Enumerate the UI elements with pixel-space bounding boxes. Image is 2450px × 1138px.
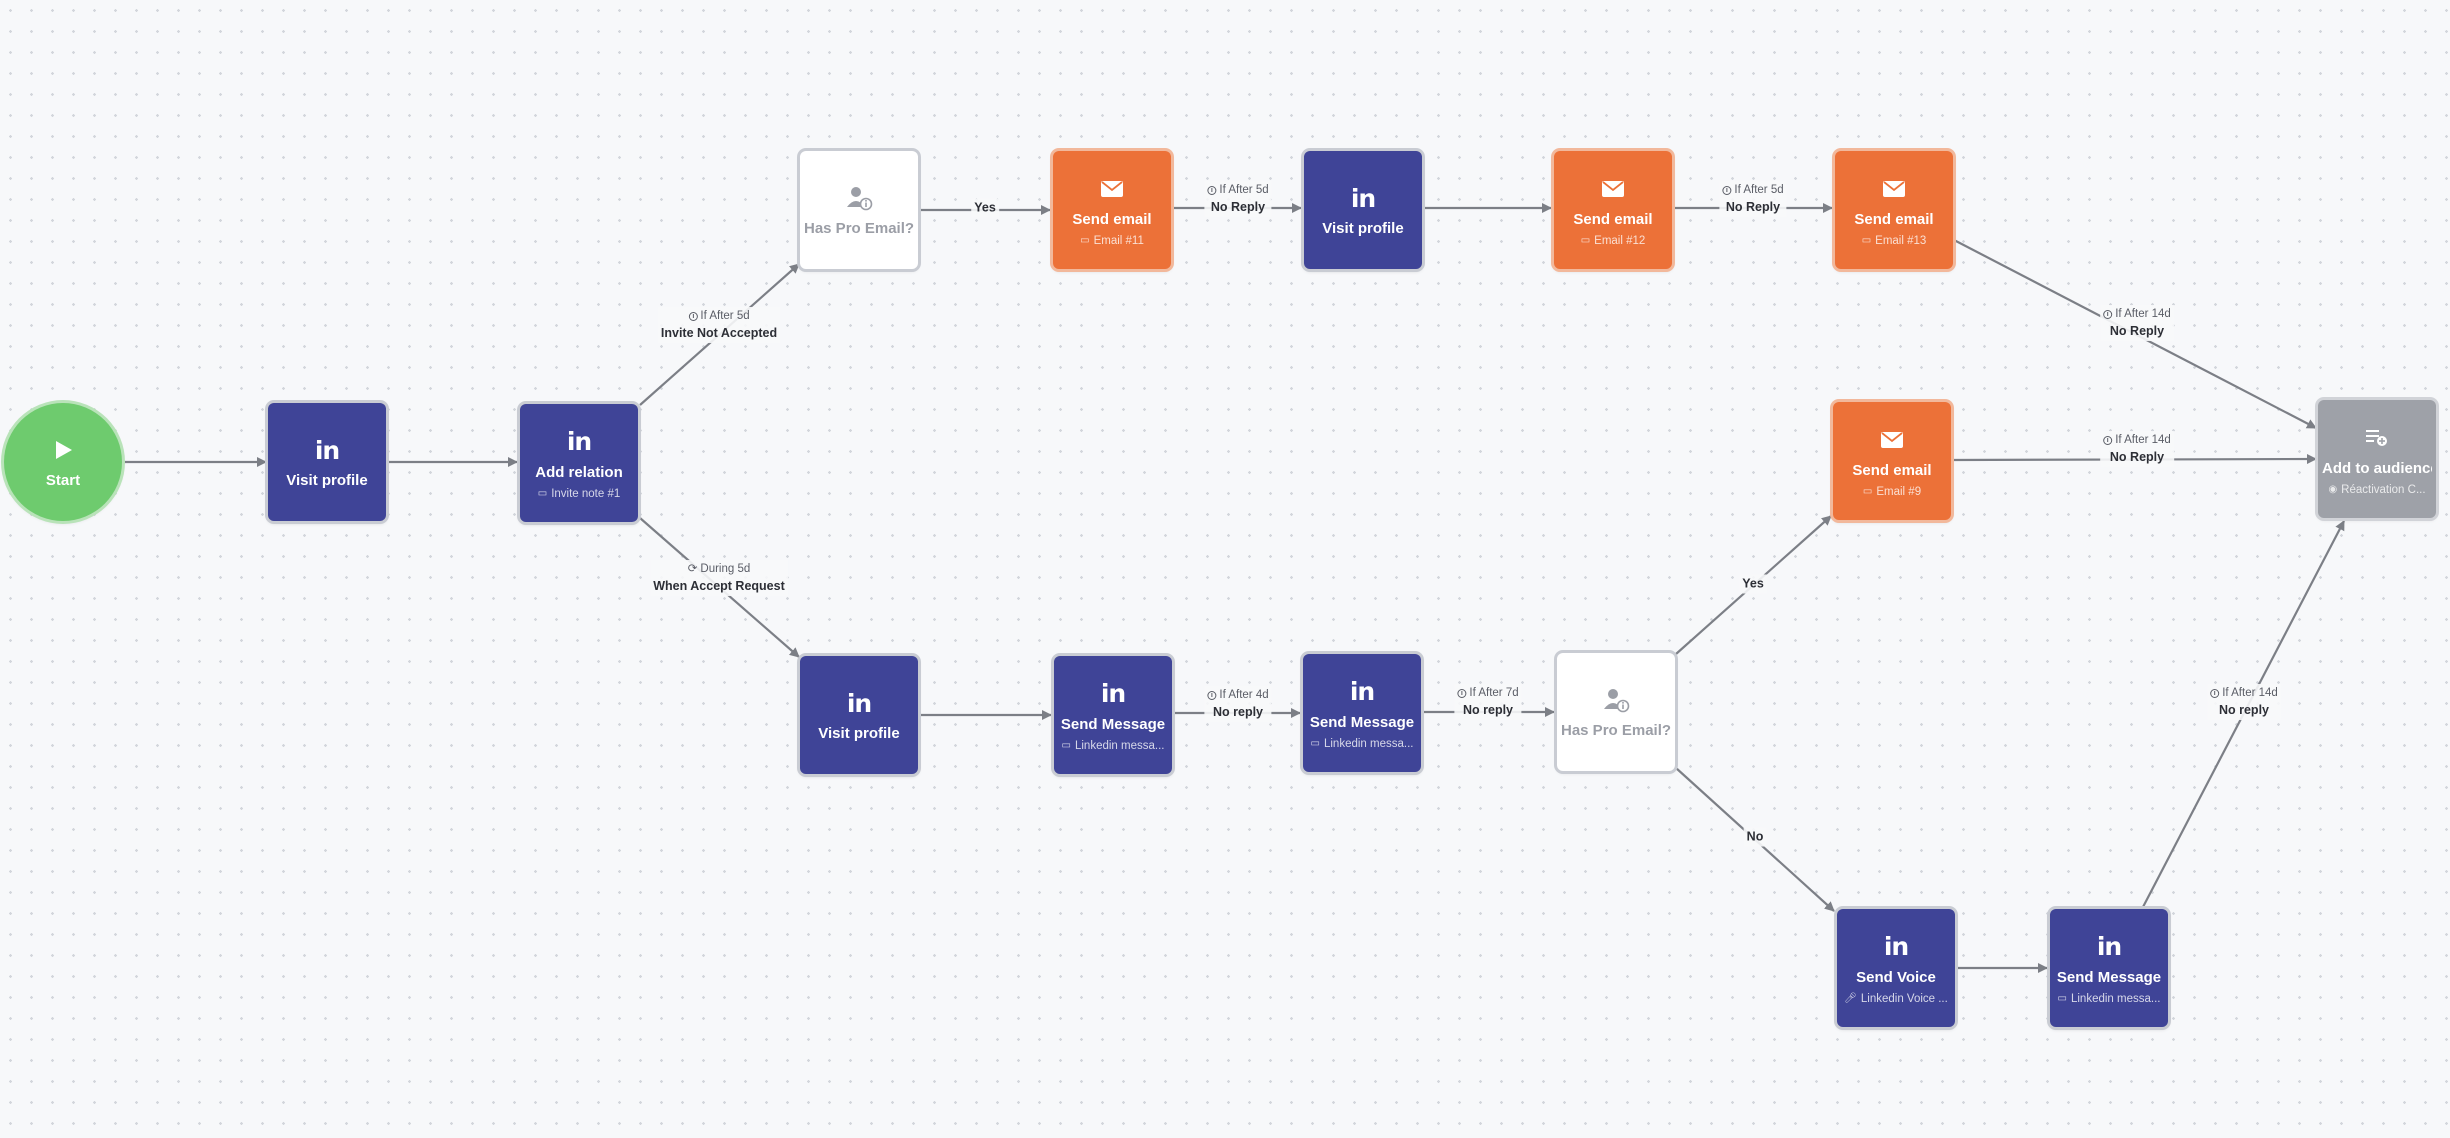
- node-label: Visit profile: [818, 725, 900, 742]
- node-visit-profile-3[interactable]: in Visit profile: [800, 656, 918, 774]
- audience-icon: ◉: [2328, 483, 2338, 495]
- node-send-email-12[interactable]: Send email ▭Email #12: [1554, 151, 1672, 269]
- node-label: Start: [45, 472, 81, 489]
- message-icon: ▭: [1861, 234, 1872, 246]
- edge-label-pro1-yes: Yes: [971, 198, 999, 218]
- node-sublabel: Linkedin messa...: [1074, 739, 1165, 752]
- list-add-icon: [2366, 422, 2388, 454]
- node-sublabel: Email #9: [1876, 485, 1922, 498]
- envelope-icon: [1881, 424, 1903, 456]
- linkedin-icon: in: [1350, 183, 1376, 213]
- node-sublabel: Réactivation C...: [2341, 483, 2426, 496]
- node-label: Send Message: [1309, 713, 1415, 731]
- edge-label-email12-noreply: If After 5d No Reply: [1719, 181, 1787, 217]
- node-label: Send email: [1072, 210, 1152, 228]
- clock-icon: [1457, 689, 1467, 698]
- node-send-message-2[interactable]: in Send Message ▭Linkedin messa...: [1303, 654, 1421, 772]
- node-label: Has Pro Email?: [1561, 722, 1671, 739]
- node-sublabel: Invite note #1: [551, 487, 621, 500]
- node-sublabel: Linkedin messa...: [1323, 737, 1414, 750]
- node-send-message-3[interactable]: in Send Message ▭Linkedin messa...: [2050, 909, 2168, 1027]
- clock-icon: [2103, 310, 2113, 319]
- linkedin-icon: in: [1100, 679, 1126, 708]
- clock-icon: [1207, 186, 1217, 195]
- envelope-icon: [1101, 173, 1123, 205]
- edge-label-msg3-noreply: If After 14d No reply: [2207, 684, 2281, 720]
- message-icon: ▭: [1862, 485, 1873, 497]
- node-sublabel: Email #11: [1093, 234, 1144, 247]
- node-add-relation[interactable]: in Add relation ▭Invite note #1: [520, 404, 638, 522]
- node-sublabel: Email #12: [1594, 234, 1646, 247]
- envelope-icon: [1602, 173, 1624, 205]
- linkedin-icon: in: [2096, 932, 2122, 961]
- node-label: Send Message: [2056, 968, 2162, 986]
- node-label: Add relation: [535, 463, 623, 481]
- node-send-email-11[interactable]: Send email ▭Email #11: [1053, 151, 1171, 269]
- message-icon: ▭: [537, 487, 548, 499]
- linkedin-icon: in: [314, 435, 340, 465]
- edge-label-msg1-noreply: If After 4d No reply: [1204, 686, 1272, 722]
- node-label: Visit profile: [1322, 220, 1404, 237]
- node-label: Send email: [1852, 461, 1932, 479]
- node-send-email-9[interactable]: Send email ▭Email #9: [1833, 402, 1951, 520]
- node-label: Send email: [1573, 210, 1653, 228]
- linkedin-icon: in: [1349, 677, 1375, 706]
- node-label: Visit profile: [286, 472, 368, 489]
- message-icon: ▭: [1310, 737, 1320, 749]
- edge-label-email9-noreply: If After 14d No Reply: [2100, 431, 2174, 467]
- edge-label-email13-noreply: If After 14d No Reply: [2100, 305, 2174, 341]
- play-icon: [51, 434, 75, 466]
- node-label: Send email: [1854, 210, 1934, 228]
- edge-label-accept-request: ⟳During 5d When Accept Request: [650, 560, 788, 596]
- node-has-pro-email-1[interactable]: Has Pro Email?: [800, 151, 918, 269]
- node-label: Add to audience: [2322, 459, 2432, 477]
- edge-label-pro2-no: No: [1743, 827, 1767, 847]
- edge-label-invite-not-accepted: If After 5d Invite Not Accepted: [657, 307, 781, 343]
- clock-icon: [2103, 436, 2113, 445]
- envelope-icon: [1883, 173, 1905, 205]
- clock-icon: [688, 312, 698, 321]
- person-info-icon: [845, 182, 873, 214]
- message-icon: ▭: [1580, 234, 1591, 246]
- node-sublabel: Linkedin Voice ...: [1860, 992, 1948, 1005]
- node-label: Has Pro Email?: [804, 220, 914, 237]
- node-sublabel: Linkedin messa...: [2070, 992, 2161, 1005]
- message-icon: ▭: [1061, 739, 1071, 751]
- person-info-icon: [1602, 684, 1630, 716]
- node-send-voice[interactable]: in Send Voice 🎤︎Linkedin Voice ...: [1837, 909, 1955, 1027]
- edge-label-email11-noreply: If After 5d No Reply: [1204, 181, 1272, 217]
- linkedin-icon: in: [1883, 932, 1909, 961]
- message-icon: ▭: [1080, 234, 1090, 246]
- node-send-message-1[interactable]: in Send Message ▭Linkedin messa...: [1054, 656, 1172, 774]
- node-start[interactable]: Start: [4, 403, 122, 521]
- edge-label-pro2-yes: Yes: [1739, 574, 1767, 594]
- linkedin-icon: in: [846, 688, 872, 718]
- refresh-icon: ⟳: [687, 563, 698, 575]
- node-has-pro-email-2[interactable]: Has Pro Email?: [1557, 653, 1675, 771]
- node-add-to-audience[interactable]: Add to audience ◉Réactivation C...: [2318, 400, 2436, 518]
- clock-icon: [1722, 186, 1732, 195]
- node-label: Send Message: [1060, 715, 1166, 733]
- node-sublabel: Email #13: [1875, 234, 1927, 247]
- edge-label-msg2-noreply: If After 7d No reply: [1454, 684, 1522, 720]
- node-visit-profile-2[interactable]: in Visit profile: [1304, 151, 1422, 269]
- clock-icon: [2210, 689, 2220, 698]
- message-icon: ▭: [2057, 992, 2067, 1004]
- clock-icon: [1207, 691, 1217, 700]
- microphone-icon: 🎤︎: [1844, 992, 1857, 1004]
- node-visit-profile-1[interactable]: in Visit profile: [268, 403, 386, 521]
- node-label: Send Voice: [1856, 968, 1936, 986]
- linkedin-icon: in: [566, 427, 592, 456]
- node-send-email-13[interactable]: Send email ▭Email #13: [1835, 151, 1953, 269]
